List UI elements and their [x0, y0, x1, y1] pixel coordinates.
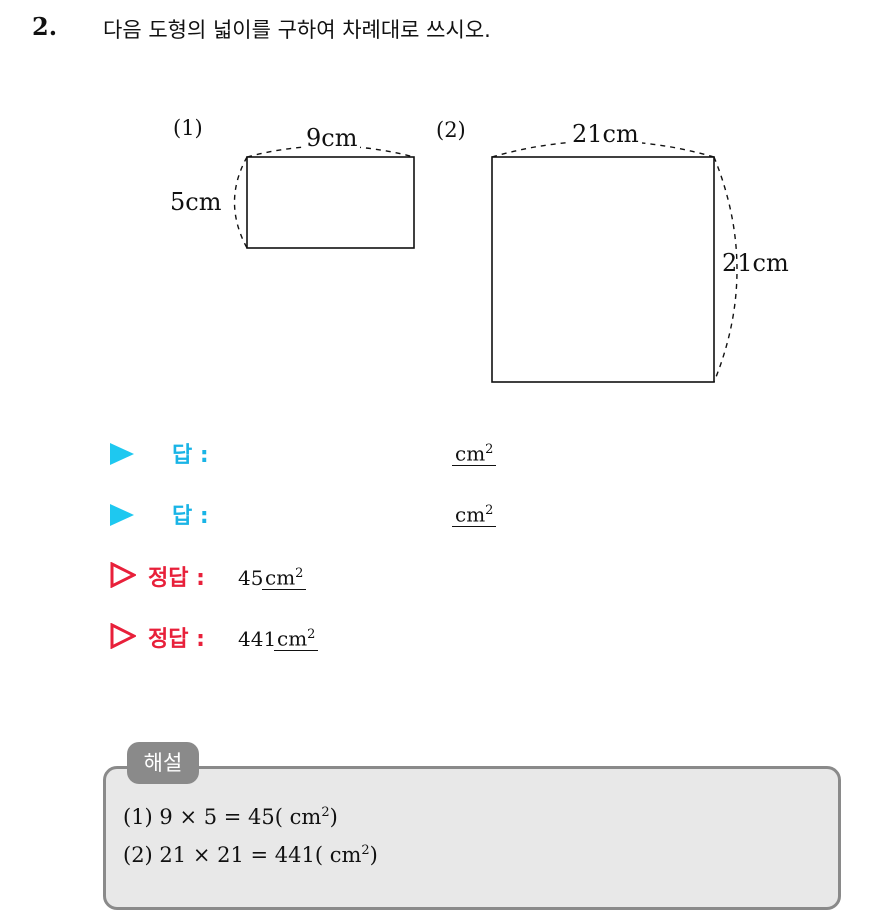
correct-answer-row-2: 정답 : 441 cm2 — [110, 621, 370, 653]
figure-2-label: (2) — [436, 118, 466, 142]
figures-diagram — [233, 140, 738, 383]
correct-answer-label: 정답 : — [148, 627, 205, 652]
explanation-line-2: (2) 21 × 21 = 441( cm2) — [123, 843, 378, 867]
rectangle-figure-1 — [246, 156, 415, 249]
play-arrow-icon — [110, 504, 134, 526]
explanation-box — [103, 766, 841, 910]
play-outline-icon — [110, 562, 136, 588]
answer-row-1: 답 : cm2 — [110, 437, 530, 469]
explanation-line-1: (1) 9 × 5 = 45( cm2) — [123, 805, 338, 829]
height-dimension-arc-1 — [233, 156, 248, 249]
question-text: 다음 도형의 넓이를 구하여 차례대로 쓰시오. — [103, 18, 491, 42]
height-dimension-arc-2 — [713, 156, 738, 383]
correct-answer-value: 45 — [238, 566, 264, 590]
play-arrow-icon — [110, 443, 134, 465]
figure-2-width-label: 21cm — [569, 120, 642, 148]
correct-answer-unit: cm2 — [274, 624, 319, 651]
figure-1-label: (1) — [173, 116, 203, 140]
figure-2-height-label: 21cm — [722, 249, 789, 277]
correct-answer-row-1: 정답 : 45 cm2 — [110, 560, 370, 592]
correct-answer-label: 정답 : — [148, 566, 205, 591]
figure-1-height-label: 5cm — [170, 188, 222, 216]
explanation-title: 해설 — [127, 742, 199, 784]
figure-1-width-label: 9cm — [303, 124, 361, 152]
play-outline-icon — [110, 623, 136, 649]
answer-unit[interactable]: cm2 — [452, 439, 497, 466]
correct-answer-value: 441 — [238, 627, 277, 651]
answer-unit[interactable]: cm2 — [452, 500, 497, 527]
square-figure-2 — [491, 156, 715, 383]
answer-label: 답 : — [172, 443, 209, 468]
answer-label: 답 : — [172, 504, 209, 529]
question-number: 2. — [32, 12, 58, 41]
answer-row-2: 답 : cm2 — [110, 498, 530, 530]
correct-answer-unit: cm2 — [262, 563, 307, 590]
